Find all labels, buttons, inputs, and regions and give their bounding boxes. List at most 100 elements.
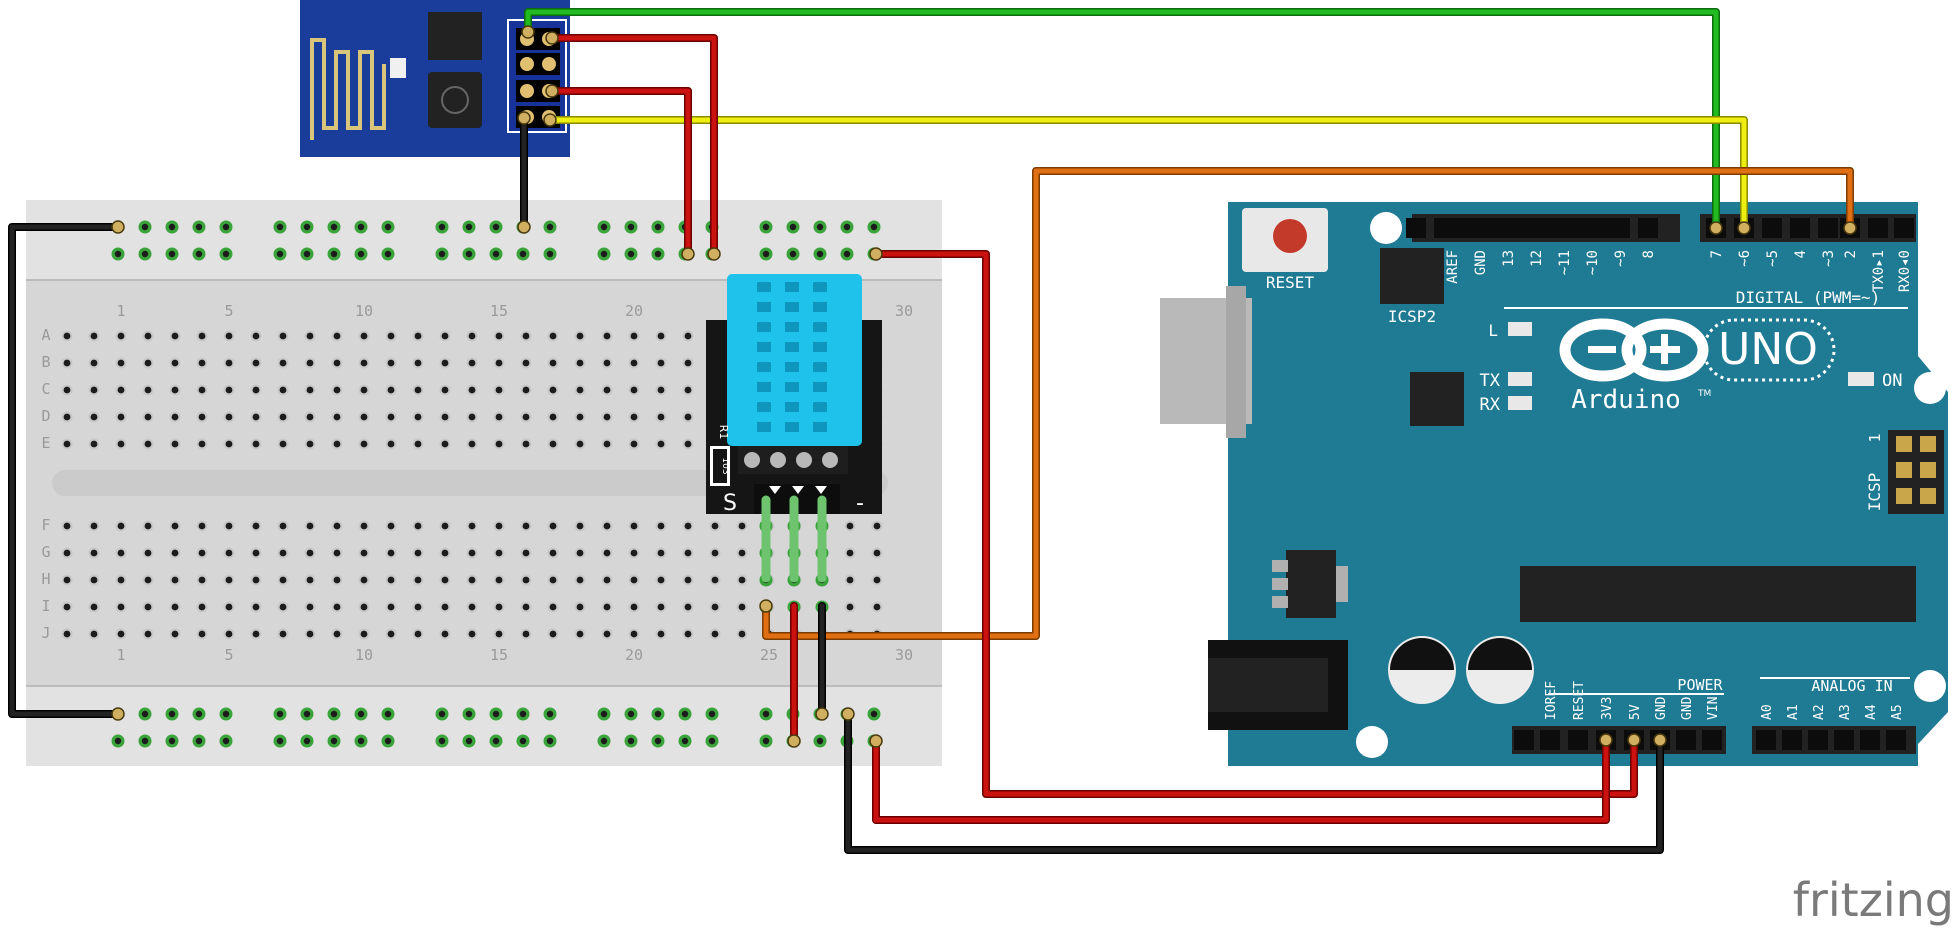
wire-end-cap bbox=[759, 599, 773, 613]
col-num-30: 30 bbox=[895, 302, 913, 320]
wire-end-cap bbox=[543, 113, 557, 127]
digital-pin-socket bbox=[1554, 218, 1574, 238]
rail-hole bbox=[276, 250, 284, 258]
terminal-hole bbox=[306, 522, 314, 530]
terminal-hole bbox=[684, 440, 692, 448]
terminal-hole bbox=[306, 630, 314, 638]
rail-hole bbox=[627, 737, 635, 745]
wire-end-cap bbox=[1653, 733, 1667, 747]
terminal-hole bbox=[360, 603, 368, 611]
terminal-hole bbox=[441, 440, 449, 448]
rail-hole bbox=[492, 250, 500, 258]
power-pin-label: GND bbox=[1680, 696, 1695, 720]
dht-signal-label: S bbox=[723, 491, 737, 516]
digital-pin-socket bbox=[1818, 218, 1838, 238]
terminal-hole bbox=[252, 630, 260, 638]
col-num-5: 5 bbox=[224, 302, 233, 320]
row-letter-c: C bbox=[41, 380, 50, 398]
terminal-hole bbox=[522, 603, 530, 611]
terminal-hole bbox=[63, 332, 71, 340]
dht-grille-slot bbox=[813, 342, 827, 352]
rail-hole bbox=[330, 737, 338, 745]
terminal-hole bbox=[171, 549, 179, 557]
wire-rail-to-5v-red[interactable] bbox=[872, 736, 1610, 824]
rail-hole bbox=[384, 223, 392, 231]
dht-grille-slot bbox=[757, 302, 771, 312]
dht-grille-slot bbox=[757, 282, 771, 292]
terminal-hole bbox=[225, 576, 233, 584]
rail-hole bbox=[276, 223, 284, 231]
terminal-hole bbox=[90, 332, 98, 340]
analog-pin-socket bbox=[1756, 730, 1776, 750]
dht-grille-slot bbox=[785, 422, 799, 432]
terminal-hole bbox=[306, 386, 314, 394]
icsp-header-pins bbox=[1896, 436, 1936, 504]
power-pin-label: 5V bbox=[1628, 704, 1643, 720]
regulator-pin bbox=[1272, 596, 1288, 608]
icsp-pin1-label: 1 bbox=[1866, 433, 1884, 442]
antenna-trace-icon bbox=[310, 38, 386, 140]
analog-pin-label: A3 bbox=[1838, 704, 1853, 720]
dht-sensor-pin bbox=[796, 452, 812, 468]
terminal-hole bbox=[873, 603, 881, 611]
usb-connector-flange bbox=[1226, 286, 1246, 438]
rail-hole bbox=[222, 250, 230, 258]
terminal-hole bbox=[117, 630, 125, 638]
rail-hole bbox=[654, 250, 662, 258]
bottom-header-pins bbox=[1514, 730, 1906, 750]
terminal-hole bbox=[171, 522, 179, 530]
wire-esp-to-d6-yellow[interactable] bbox=[546, 116, 1748, 232]
capacitor bbox=[1466, 636, 1534, 704]
on-led bbox=[1848, 372, 1874, 386]
digital-pin-socket bbox=[1610, 218, 1630, 238]
wire-rail-to-3v3-red[interactable] bbox=[872, 250, 1638, 798]
row-letter-a: A bbox=[41, 326, 50, 344]
wire-esp-to-rail-red-2[interactable] bbox=[548, 87, 692, 258]
terminal-hole bbox=[198, 359, 206, 367]
digital-pin-label: TX0▸1 bbox=[1871, 250, 1887, 292]
wire-rail-bridge-black[interactable] bbox=[8, 223, 122, 718]
terminal-hole bbox=[657, 603, 665, 611]
dht-pin-marker-icon bbox=[792, 486, 804, 494]
analog-pin-label: A0 bbox=[1760, 704, 1775, 720]
rail-hole bbox=[465, 223, 473, 231]
terminal-hole bbox=[522, 522, 530, 530]
wire-d2-to-dht-orange[interactable] bbox=[762, 167, 1854, 640]
terminal-hole bbox=[333, 630, 341, 638]
terminal-hole bbox=[306, 603, 314, 611]
col-num-10: 10 bbox=[355, 302, 373, 320]
terminal-hole bbox=[711, 576, 719, 584]
terminal-hole bbox=[360, 413, 368, 421]
dht-grille-slot bbox=[813, 302, 827, 312]
digital-pin-label: RX0◂0 bbox=[1897, 250, 1913, 292]
terminal-hole bbox=[549, 603, 557, 611]
terminal-hole bbox=[657, 332, 665, 340]
l-label: L bbox=[1488, 321, 1498, 340]
terminal-hole bbox=[684, 386, 692, 394]
col-num-15: 15 bbox=[490, 302, 508, 320]
rail-hole bbox=[465, 737, 473, 745]
terminal-hole bbox=[414, 522, 422, 530]
wire-esp-to-rail-red[interactable] bbox=[548, 34, 718, 258]
terminal-hole bbox=[225, 332, 233, 340]
dht-grille-slot bbox=[757, 402, 771, 412]
wire-end-cap bbox=[111, 707, 125, 721]
terminal-hole bbox=[333, 576, 341, 584]
terminal-hole bbox=[279, 332, 287, 340]
terminal-hole bbox=[360, 440, 368, 448]
dht-grille-slot bbox=[757, 322, 771, 332]
terminal-hole bbox=[495, 630, 503, 638]
terminal-hole bbox=[225, 603, 233, 611]
dht-grille-slot bbox=[785, 362, 799, 372]
wire-gnd-black[interactable] bbox=[844, 710, 1664, 854]
power-pin-label: RESET bbox=[1572, 681, 1587, 720]
rail-hole bbox=[816, 250, 824, 258]
reset-button[interactable] bbox=[1273, 219, 1307, 253]
terminal-hole bbox=[198, 576, 206, 584]
terminal-hole bbox=[441, 386, 449, 394]
rail-hole bbox=[222, 710, 230, 718]
rx-label: RX bbox=[1480, 395, 1501, 415]
terminal-hole bbox=[522, 359, 530, 367]
uno-label: UNO bbox=[1718, 324, 1818, 375]
